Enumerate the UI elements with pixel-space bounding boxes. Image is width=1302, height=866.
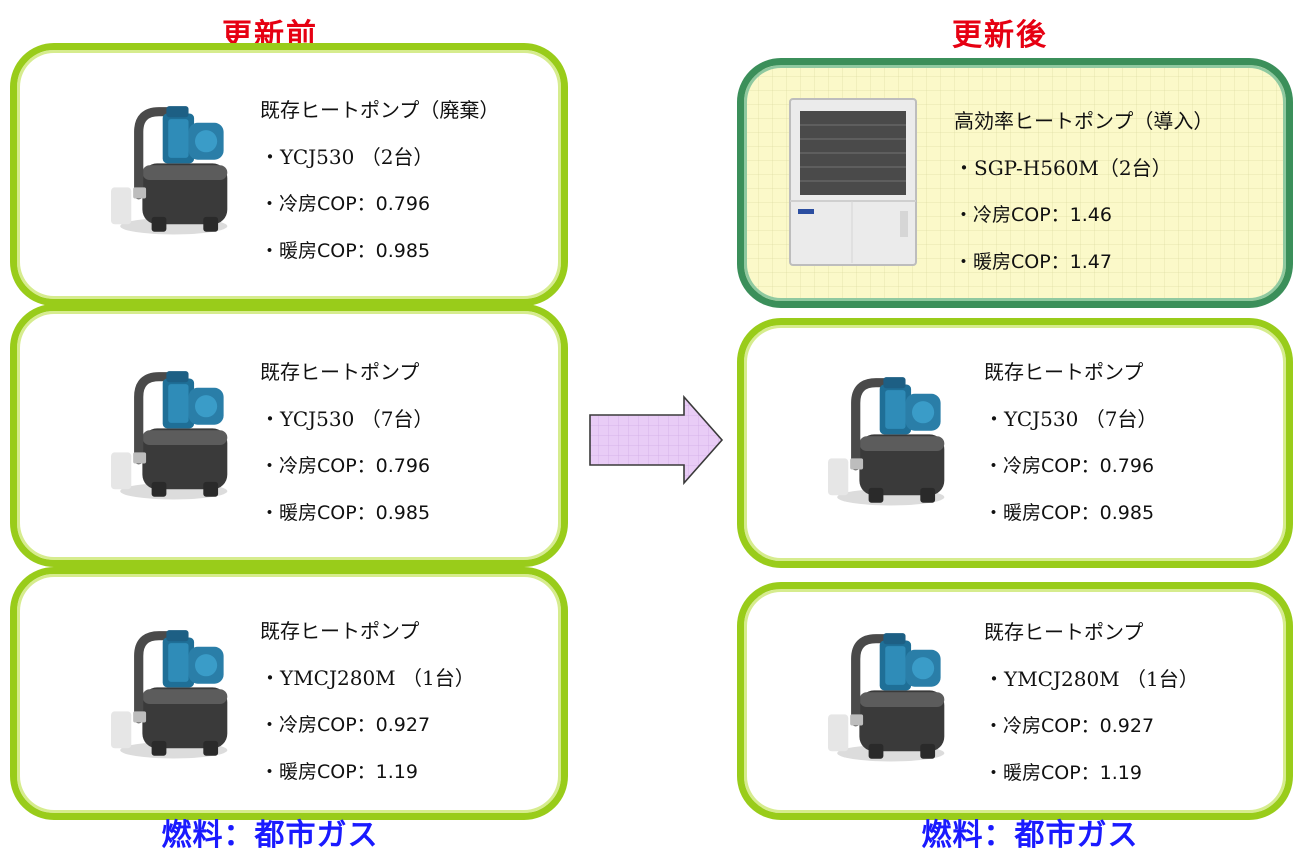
- after-unit-2: 既存ヒートポンプ ・YCJ530 （7台） ・冷房COP：0.796 ・暖房CO…: [737, 318, 1293, 568]
- water-pump-icon: [111, 98, 231, 238]
- unit-cooling-cop: ・冷房COP：0.927: [984, 715, 1155, 737]
- unit-name: 既存ヒートポンプ: [260, 619, 420, 643]
- unit-cooling-cop: ・冷房COP：0.927: [260, 714, 431, 736]
- after-fuel-label: 燃料：都市ガス: [921, 818, 1139, 853]
- water-pump-icon: [111, 622, 231, 762]
- before-unit-1: 既存ヒートポンプ（廃棄） ・YCJ530 （2台） ・冷房COP：0.796 ・…: [10, 43, 568, 306]
- unit-heating-cop: ・暖房COP：1.19: [260, 761, 418, 783]
- unit-name: 既存ヒートポンプ: [984, 620, 1144, 644]
- unit-heating-cop: ・暖房COP：0.985: [984, 502, 1155, 524]
- unit-cooling-cop: ・冷房COP：0.796: [260, 193, 431, 215]
- unit-heating-cop: ・暖房COP：0.985: [260, 240, 431, 262]
- unit-name: 既存ヒートポンプ（廃棄）: [260, 98, 500, 122]
- unit-model: ・YCJ530 （7台）: [984, 407, 1158, 431]
- transition-arrow-icon: [589, 395, 724, 485]
- water-pump-icon: [828, 369, 948, 509]
- unit-cooling-cop: ・冷房COP：0.796: [984, 455, 1155, 477]
- water-pump-icon: [111, 363, 231, 503]
- outdoor-heat-pump-unit-icon: [788, 93, 918, 271]
- unit-model: ・YCJ530 （7台）: [260, 407, 434, 431]
- unit-model: ・SGP-H560M（2台）: [954, 156, 1172, 180]
- after-unit-1: 高効率ヒートポンプ（導入） ・SGP-H560M（2台） ・冷房COP：1.46…: [737, 58, 1293, 308]
- before-unit-3: 既存ヒートポンプ ・YMCJ280M （1台） ・冷房COP：0.927 ・暖房…: [10, 567, 568, 820]
- unit-name: 高効率ヒートポンプ（導入）: [954, 109, 1214, 133]
- unit-heating-cop: ・暖房COP：1.19: [984, 762, 1142, 784]
- unit-model: ・YMCJ280M （1台）: [260, 666, 475, 690]
- unit-heating-cop: ・暖房COP：0.985: [260, 502, 431, 524]
- before-fuel-label: 燃料：都市ガス: [161, 818, 379, 853]
- unit-heating-cop: ・暖房COP：1.47: [954, 251, 1112, 273]
- unit-cooling-cop: ・冷房COP：1.46: [954, 204, 1112, 226]
- before-unit-2: 既存ヒートポンプ ・YCJ530 （7台） ・冷房COP：0.796 ・暖房CO…: [10, 304, 568, 567]
- unit-cooling-cop: ・冷房COP：0.796: [260, 455, 431, 477]
- unit-name: 既存ヒートポンプ: [260, 360, 420, 384]
- unit-model: ・YCJ530 （2台）: [260, 145, 434, 169]
- unit-model: ・YMCJ280M （1台）: [984, 667, 1199, 691]
- water-pump-icon: [828, 625, 948, 765]
- after-title: 更新後: [952, 18, 1048, 53]
- unit-name: 既存ヒートポンプ: [984, 360, 1144, 384]
- after-unit-3: 既存ヒートポンプ ・YMCJ280M （1台） ・冷房COP：0.927 ・暖房…: [737, 582, 1293, 820]
